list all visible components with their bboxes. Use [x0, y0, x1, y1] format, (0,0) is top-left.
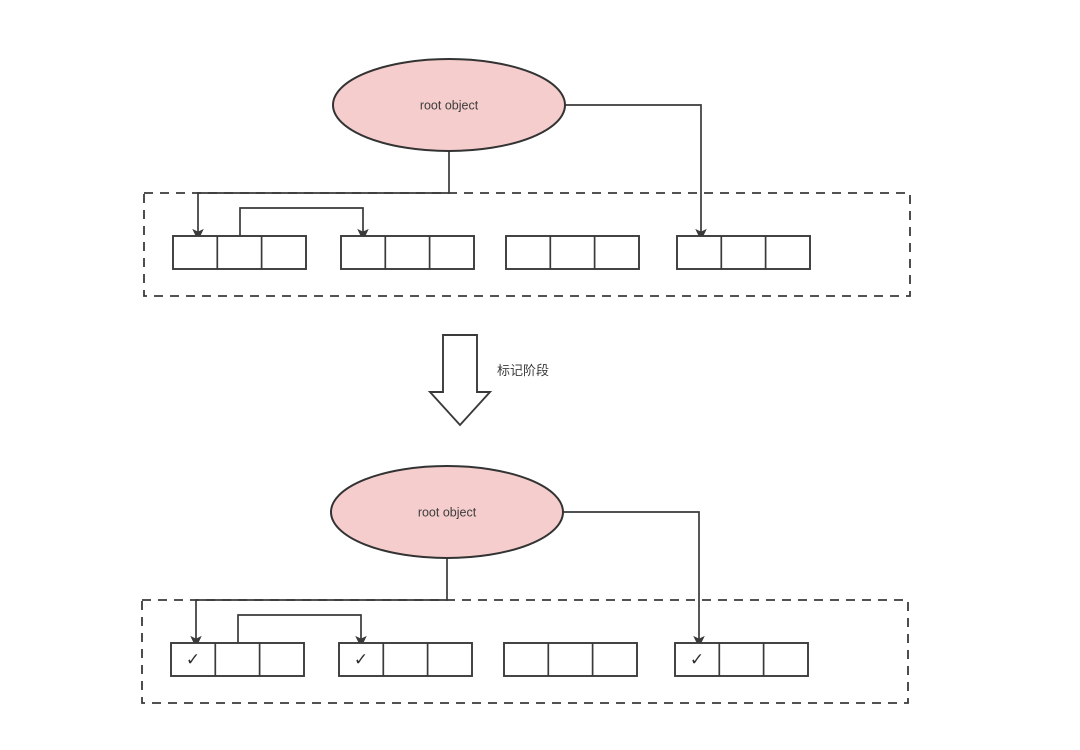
cell-mark: ✓ — [354, 650, 368, 670]
object-group-bottom-1[interactable]: ✓ — [170, 642, 305, 677]
object-group-outline — [503, 642, 638, 677]
edge-group1-to-group2 — [239, 207, 369, 242]
cell-mark: ✓ — [186, 650, 200, 670]
object-group-bottom-2[interactable]: ✓ — [338, 642, 473, 677]
object-group-bottom-4[interactable]: ✓ — [674, 642, 809, 677]
mark-phase-label: 标记阶段 — [497, 363, 549, 378]
object-group-bottom-3[interactable] — [503, 642, 638, 677]
object-group-outline — [505, 235, 640, 270]
mark-phase-transition: 标记阶段 — [427, 334, 549, 427]
root-object-label: root object — [418, 506, 477, 520]
object-group-outline — [338, 642, 473, 677]
object-group-outline — [674, 642, 809, 677]
down-block-arrow-icon — [427, 334, 493, 427]
root-object-label: root object — [420, 99, 479, 113]
stage-after-mark: ✓ ✓ — [141, 465, 909, 704]
edge-group1-to-group2 — [237, 614, 367, 649]
cell-mark: ✓ — [690, 650, 704, 670]
object-group-outline — [676, 235, 811, 270]
object-group-top-1[interactable] — [172, 235, 307, 270]
root-object-node-top[interactable]: root object — [332, 58, 566, 152]
object-group-outline — [172, 235, 307, 270]
object-group-top-3[interactable] — [505, 235, 640, 270]
root-object-node-bottom[interactable]: root object — [330, 465, 564, 559]
object-group-outline — [340, 235, 475, 270]
stage-before-mark: root object — [143, 58, 911, 297]
object-group-outline — [170, 642, 305, 677]
root-object-ellipse — [330, 465, 564, 559]
edge-root-to-group4 — [563, 511, 705, 648]
heap-region-top — [143, 192, 911, 297]
root-object-ellipse — [332, 58, 566, 152]
edge-root-to-group4 — [565, 104, 707, 241]
object-group-top-4[interactable] — [676, 235, 811, 270]
heap-region-bottom — [141, 599, 909, 704]
object-group-top-2[interactable] — [340, 235, 475, 270]
